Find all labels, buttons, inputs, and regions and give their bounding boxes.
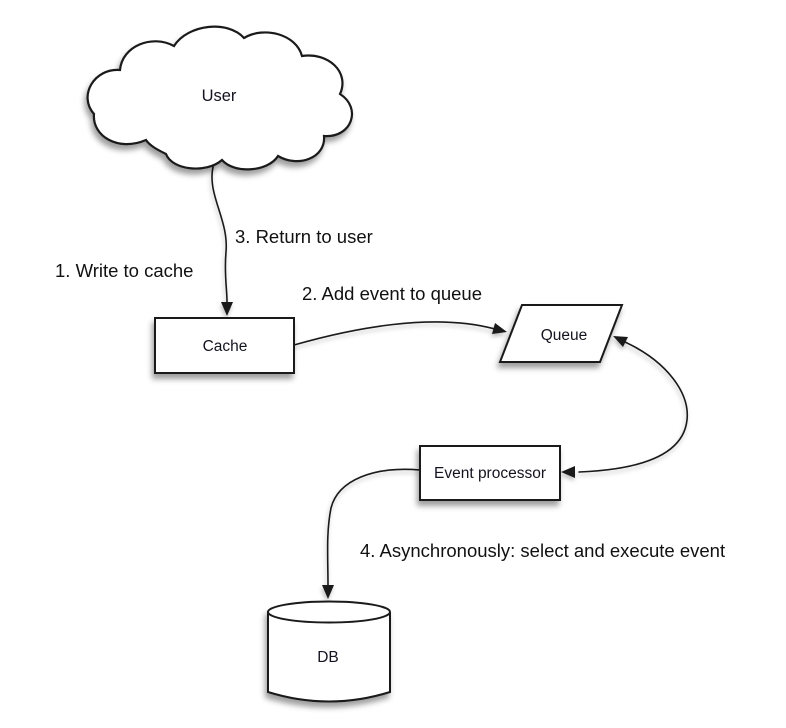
arrowhead-into-db-icon (322, 585, 334, 599)
label-step4-asynchronously-execute: 4. Asynchronously: select and execute ev… (360, 540, 725, 561)
arrow-cache-to-queue (293, 321, 496, 346)
event-processor-node (419, 445, 561, 501)
arrowhead-into-event-processor-icon (561, 466, 575, 478)
arrowhead-into-queue-right-icon (613, 336, 628, 347)
arrow-event-processor-to-db (326, 468, 421, 586)
arrowhead-into-cache-icon (221, 302, 233, 316)
label-step1-write-to-cache: 1. Write to cache (55, 260, 193, 281)
event-processor-label: Event processor (434, 465, 546, 482)
arrowhead-into-queue-left-icon (492, 323, 507, 334)
arrow-queue-event-processor (578, 341, 689, 473)
cache-node (154, 317, 295, 374)
db-node (267, 600, 391, 703)
queue-label: Queue (541, 327, 588, 344)
edges-group (211, 162, 689, 599)
user-label: User (202, 87, 237, 105)
db-cylinder-top (267, 600, 391, 624)
queue-node (498, 304, 624, 363)
db-label: DB (317, 649, 339, 666)
label-step3-return-to-user: 3. Return to user (235, 226, 373, 247)
arrow-user-to-cache (211, 162, 228, 303)
db-cylinder-body (267, 612, 391, 703)
user-cloud (86, 25, 354, 171)
cache-label: Cache (203, 338, 248, 355)
label-step2-add-event-to-queue: 2. Add event to queue (302, 283, 482, 304)
